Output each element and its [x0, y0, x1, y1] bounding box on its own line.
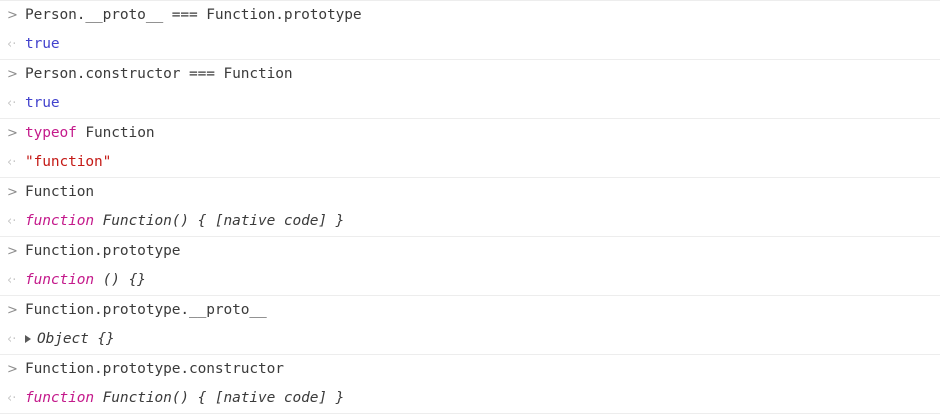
- chevron-right-icon: >: [7, 7, 18, 23]
- disclosure-triangle-icon[interactable]: [25, 335, 31, 343]
- console-input-expression: Function: [25, 184, 95, 200]
- console-entry-group: > Person.__proto__ === Function.prototyp…: [0, 1, 940, 60]
- chevron-right-icon: >: [7, 125, 18, 141]
- chevron-left-return-icon: ‹·: [7, 272, 17, 288]
- console-input-row[interactable]: > Function.prototype: [0, 237, 940, 265]
- chevron-left-return-icon: ‹·: [7, 331, 17, 347]
- chevron-right-icon: >: [7, 184, 18, 200]
- console-input-expression: Function.prototype.constructor: [25, 361, 284, 377]
- console-output-row[interactable]: ‹· function () {}: [0, 265, 940, 295]
- console-input-row[interactable]: > Function: [0, 178, 940, 206]
- console-output-row[interactable]: ‹· "function": [0, 147, 940, 177]
- chevron-left-return-icon: ‹·: [7, 95, 17, 111]
- console-input-expression: Person.constructor === Function: [25, 66, 293, 82]
- console-input-row[interactable]: > Person.__proto__ === Function.prototyp…: [0, 1, 940, 29]
- console-entry-group: > Function.prototype.__proto__ ‹· Object…: [0, 296, 940, 355]
- chevron-right-icon: >: [7, 66, 18, 82]
- console-input-expression: Function.prototype: [25, 243, 181, 259]
- console-input-expression: Function.prototype.__proto__: [25, 302, 267, 318]
- console-output-row[interactable]: ‹· true: [0, 88, 940, 118]
- console-input-keyword: typeof: [25, 125, 77, 141]
- console-output-function-keyword: function: [25, 272, 95, 288]
- console-input-expression: Person.__proto__ === Function.prototype: [25, 7, 362, 23]
- console-output-row[interactable]: ‹· Object {}: [0, 324, 940, 354]
- chevron-right-icon: >: [7, 302, 18, 318]
- console-input-row[interactable]: > typeof Function: [0, 119, 940, 147]
- console-input-expression: Function: [76, 125, 155, 141]
- console-output-value: Function() { [native code] }: [94, 213, 345, 229]
- chevron-left-return-icon: ‹·: [7, 154, 17, 170]
- chevron-right-icon: >: [7, 361, 18, 377]
- console-output-row[interactable]: ‹· function Function() { [native code] }: [0, 383, 940, 413]
- console-output-value: "function": [25, 154, 112, 170]
- chevron-left-return-icon: ‹·: [7, 213, 17, 229]
- console-output-value: Function() { [native code] }: [94, 390, 345, 406]
- console-entry-group: > Function ‹· function Function() { [nat…: [0, 178, 940, 237]
- console-output-value: true: [25, 95, 60, 111]
- console-input-row[interactable]: > Function.prototype.__proto__: [0, 296, 940, 324]
- console-output-row[interactable]: ‹· true: [0, 29, 940, 59]
- console-output-value[interactable]: Object {}: [37, 331, 115, 347]
- console-output-value: () {}: [94, 272, 146, 288]
- console-output-value: true: [25, 36, 60, 52]
- console-output-function-keyword: function: [25, 390, 95, 406]
- console-entry-group: > Function.prototype ‹· function () {}: [0, 237, 940, 296]
- console-input-row[interactable]: > Function.prototype.constructor: [0, 355, 940, 383]
- chevron-left-return-icon: ‹·: [7, 36, 17, 52]
- console-output-function-keyword: function: [25, 213, 95, 229]
- console-input-row[interactable]: > Person.constructor === Function: [0, 60, 940, 88]
- console-entry-group: > Person.constructor === Function ‹· tru…: [0, 60, 940, 119]
- console-output-row[interactable]: ‹· function Function() { [native code] }: [0, 206, 940, 236]
- console-entry-group: > typeof Function ‹· "function": [0, 119, 940, 178]
- chevron-left-return-icon: ‹·: [7, 390, 17, 406]
- chevron-right-icon: >: [7, 243, 18, 259]
- console-entry-group: > Function.prototype.constructor ‹· func…: [0, 355, 940, 414]
